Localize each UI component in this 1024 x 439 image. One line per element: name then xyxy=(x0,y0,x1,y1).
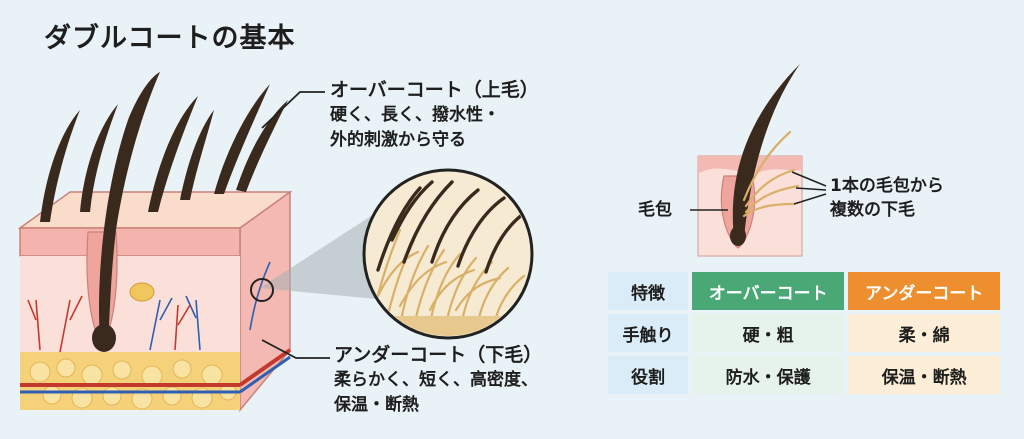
comparison-table: 特徴 オーバーコート アンダーコート 手触り 硬・粗 柔・綿 役割 防水・保護 … xyxy=(604,268,1004,398)
overcoat-label-head: オーバーコート（上毛） xyxy=(330,79,539,101)
follicle-detail xyxy=(690,64,827,257)
table-header-row: 特徴 オーバーコート アンダーコート xyxy=(608,272,1000,310)
table-cell-overcoat: 硬・粗 xyxy=(692,314,845,352)
table-corner-cell: 特徴 xyxy=(608,272,688,310)
undercoat-label: アンダーコート（下毛） 柔らかく、短く、高密度、 保温・断熱 xyxy=(334,343,542,418)
multi-underhair-label-2: 複数の下毛 xyxy=(830,200,915,220)
undercoat-label-desc-1: 柔らかく、短く、高密度、 xyxy=(334,370,538,390)
table-row: 役割 防水・保護 保温・断熱 xyxy=(608,356,1000,394)
multi-underhair-label: 1本の毛包から 複数の下毛 xyxy=(830,174,944,222)
overcoat-label-desc-2: 外的刺激から守る xyxy=(330,130,466,150)
table-cell-undercoat: 柔・綿 xyxy=(848,314,1000,352)
multi-underhair-label-1: 1本の毛包から xyxy=(830,176,944,196)
table-cell-overcoat: 防水・保護 xyxy=(692,356,845,394)
table-row-head: 手触り xyxy=(608,314,688,352)
overcoat-hairs xyxy=(40,72,288,352)
table-row-head: 役割 xyxy=(608,356,688,394)
zoom-connector xyxy=(250,205,388,302)
follicle-label: 毛包 xyxy=(638,200,672,220)
table-row: 手触り 硬・粗 柔・綿 xyxy=(608,314,1000,352)
overcoat-label-desc-1: 硬く、長く、撥水性・ xyxy=(330,105,500,125)
skin-block xyxy=(17,190,293,413)
undercoat-label-head: アンダーコート（下毛） xyxy=(334,344,543,366)
diagram-title: ダブルコートの基本 xyxy=(44,23,296,54)
magnified-undercoat xyxy=(362,168,534,340)
table-col-undercoat: アンダーコート xyxy=(848,272,1000,310)
undercoat-label-desc-2: 保温・断熱 xyxy=(334,395,419,415)
table-cell-undercoat: 保温・断熱 xyxy=(848,356,1000,394)
leader-lines xyxy=(261,91,330,359)
table-col-overcoat: オーバーコート xyxy=(692,272,845,310)
overcoat-label: オーバーコート（上毛） 硬く、長く、撥水性・ 外的刺激から守る xyxy=(330,78,539,153)
